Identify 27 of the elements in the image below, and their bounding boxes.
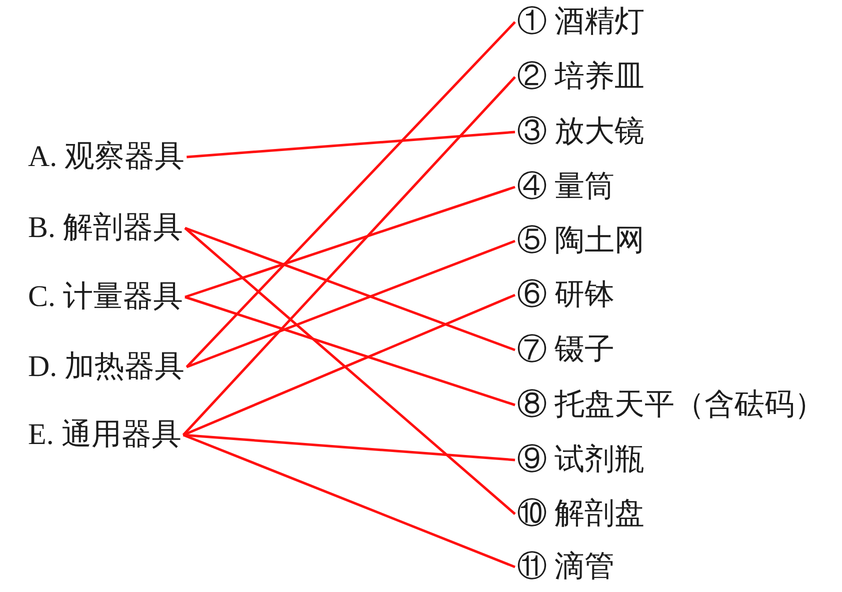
instrument-label: ⑦ 镊子 [517, 332, 614, 368]
category-label: C. 计量器具 [28, 279, 184, 315]
connector-line [184, 226, 516, 352]
category-label: A. 观察器具 [28, 139, 185, 175]
instrument-label: ⑥ 研钵 [517, 277, 614, 313]
instrument-label: ① 酒精灯 [517, 4, 644, 40]
connector-line [186, 240, 516, 368]
instrument-label: ② 培养皿 [517, 59, 644, 95]
connector-line [184, 186, 516, 298]
category-label: B. 解剖器具 [28, 210, 184, 246]
connector-line [186, 21, 516, 368]
connector-line [182, 294, 516, 436]
instrument-label: ③ 放大镜 [517, 114, 644, 150]
category-label: D. 加热器具 [28, 349, 185, 385]
instrument-label: ⑤ 陶土网 [517, 223, 644, 259]
category-label: E. 通用器具 [28, 417, 182, 453]
connector-line [182, 76, 516, 436]
connector-line [183, 434, 516, 462]
connector-line [186, 130, 516, 158]
instrument-label: ⑧ 托盘天平（含砝码） [517, 387, 824, 423]
instrument-label: ⑪ 滴管 [517, 549, 614, 585]
connector-line [184, 296, 516, 406]
instrument-label: ⑩ 解剖盘 [517, 496, 644, 532]
connector-line [184, 227, 516, 515]
connector-line [182, 434, 516, 568]
instrument-label: ⑨ 试剂瓶 [517, 442, 644, 478]
instrument-label: ④ 量筒 [517, 169, 614, 205]
